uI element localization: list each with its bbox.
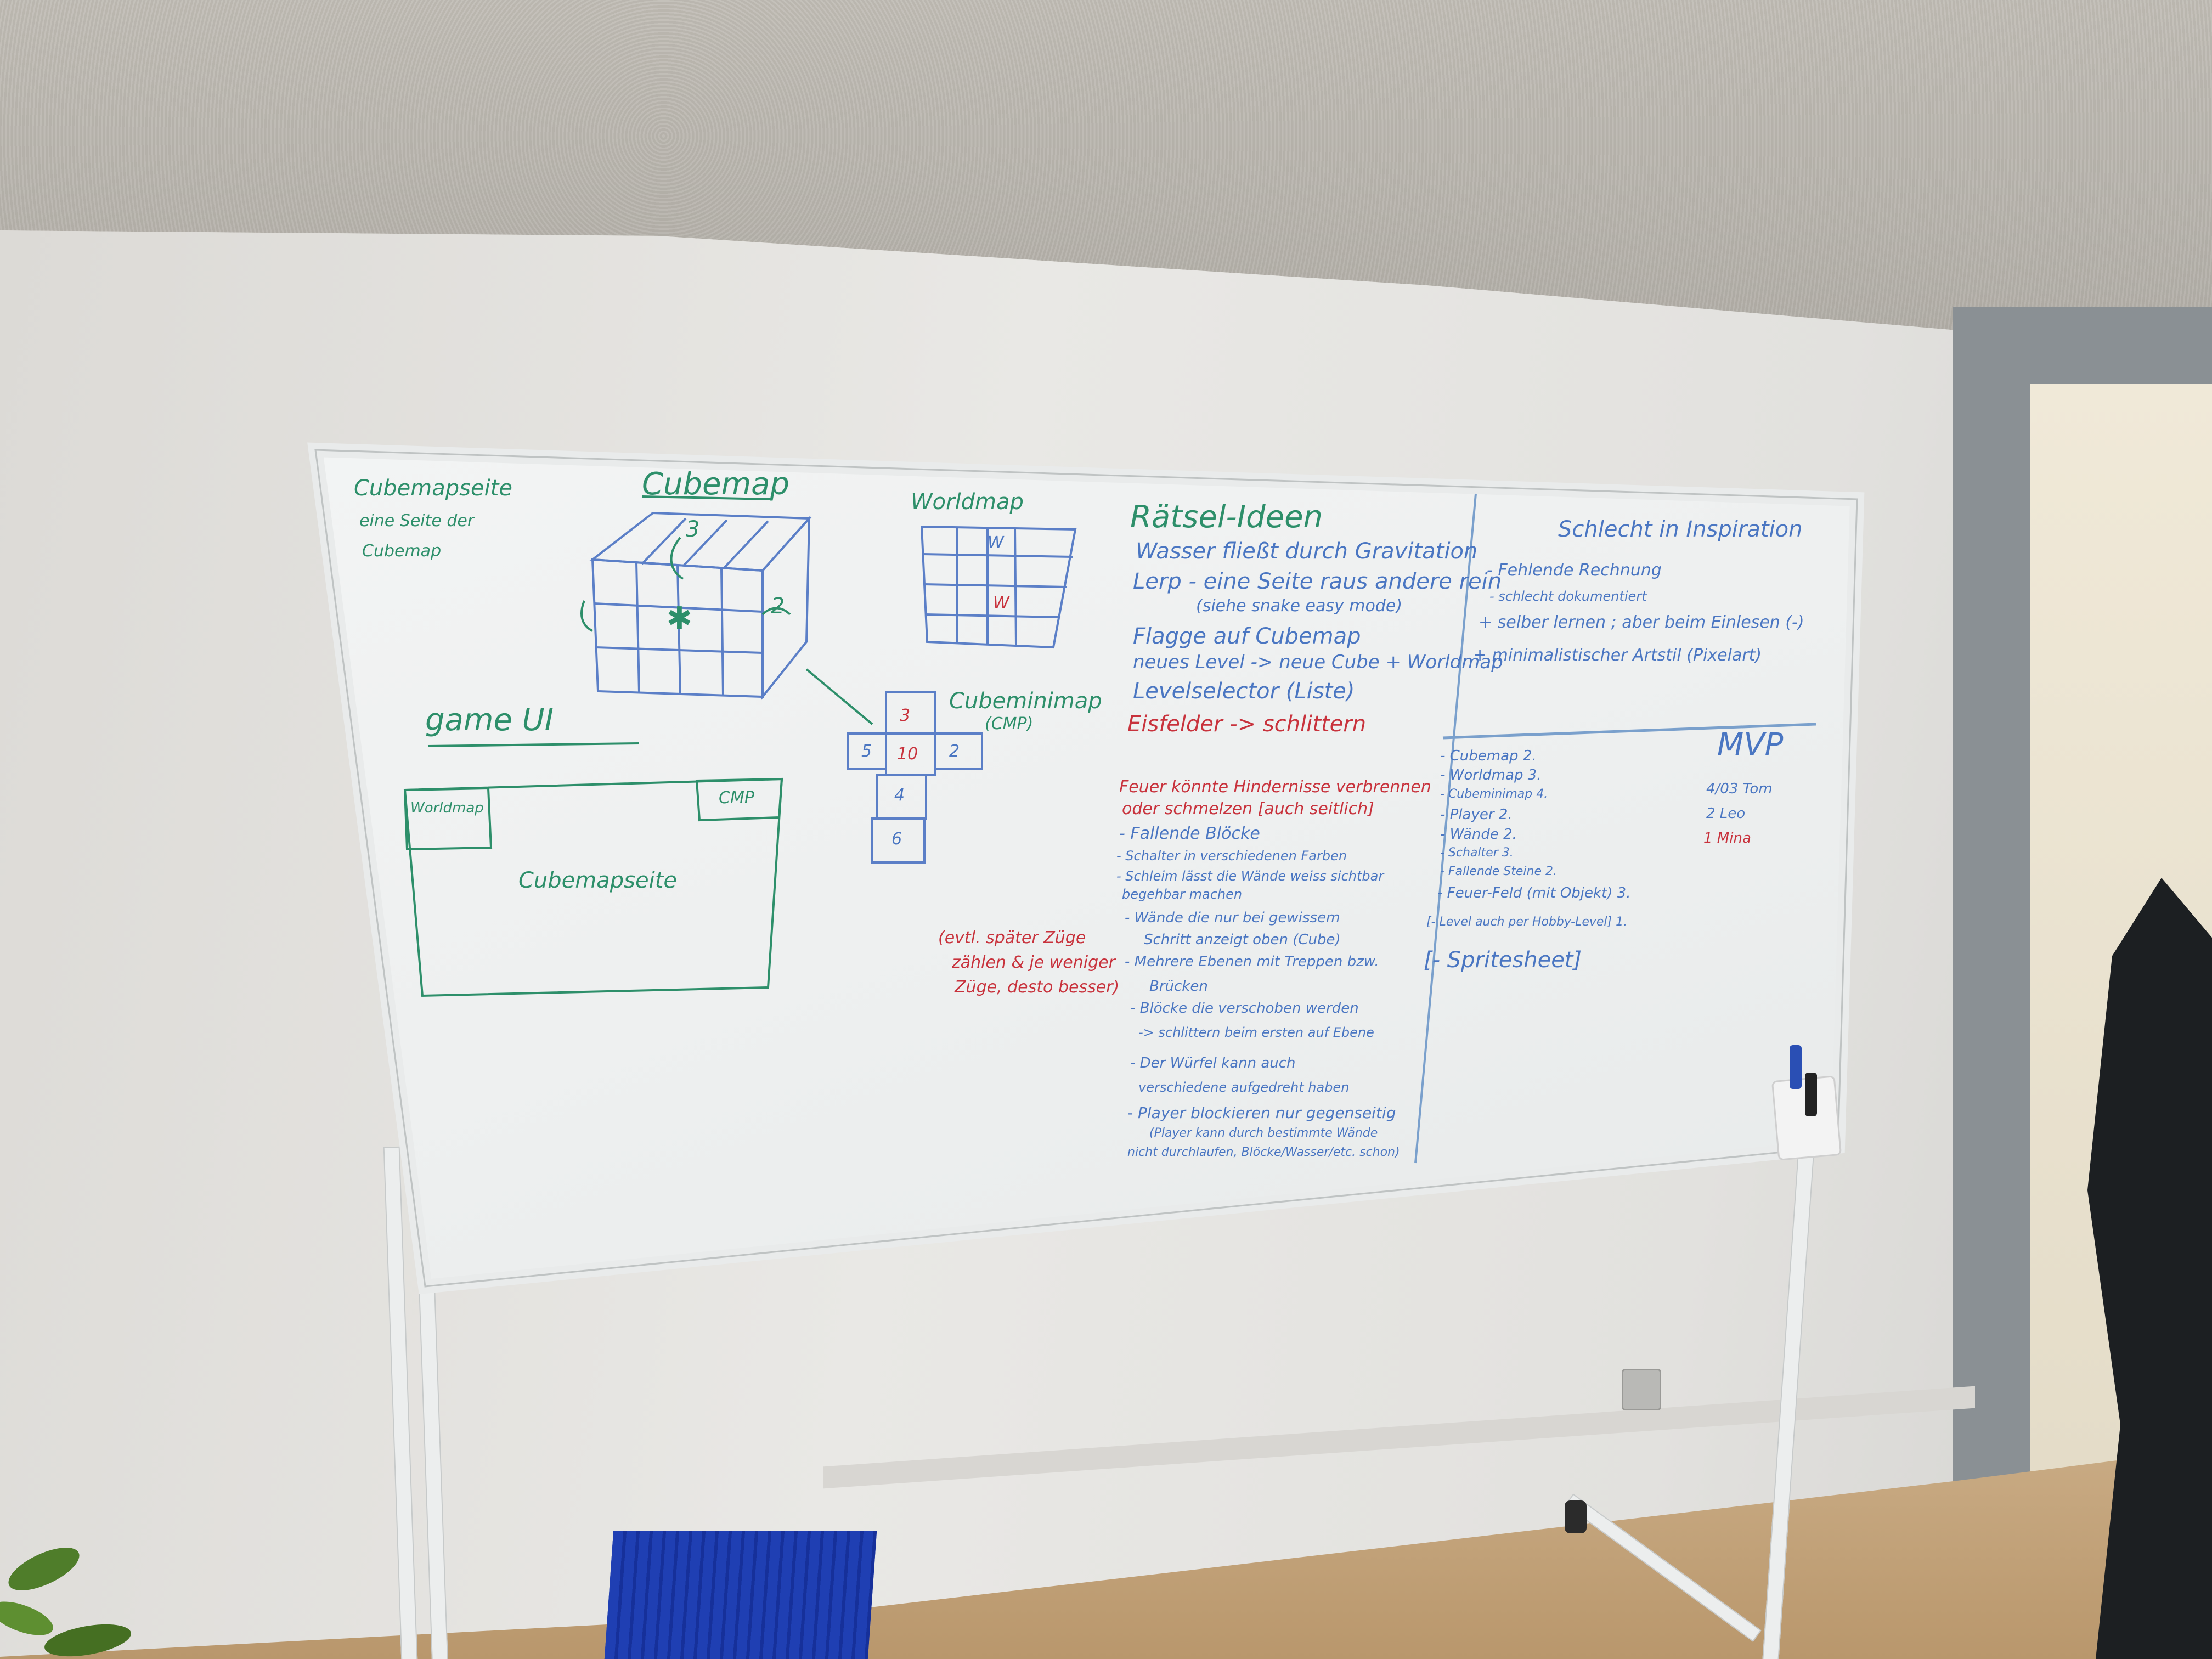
raetsel-item: (siehe snake easy mode) bbox=[1196, 596, 1403, 616]
marker-blue[interactable] bbox=[1790, 1045, 1802, 1089]
raetsel-item: Flagge auf Cubemap bbox=[1133, 624, 1361, 649]
game-ui-cubemapseite: Cubemapseite bbox=[518, 868, 678, 893]
blue-list-item: - Mehrere Ebenen mit Treppen bzw. bbox=[1125, 953, 1379, 970]
blue-list-item: - Schleim lässt die Wände weiss sichtbar bbox=[1116, 868, 1384, 884]
cubeminimap-label: Cubeminimap bbox=[949, 689, 1102, 714]
blue-list-item: -> schlittern beim ersten auf Ebene bbox=[1138, 1025, 1374, 1040]
cubemap-star-icon: ✱ bbox=[667, 601, 692, 636]
minimap-cell: 6 bbox=[891, 830, 902, 849]
cubemap-number-2: 2 bbox=[771, 594, 785, 619]
blue-list-item: Brücken bbox=[1149, 978, 1208, 995]
game-ui-cmp: CMP bbox=[719, 788, 754, 808]
schlecht-item: - Fehlende Rechnung bbox=[1487, 561, 1662, 580]
note-red-line: zählen & je weniger bbox=[952, 953, 1115, 972]
schlecht-item: - schlecht dokumentiert bbox=[1489, 589, 1647, 604]
worldmap-cell-w: W bbox=[988, 533, 1004, 552]
cubemapseite-desc-1: eine Seite der bbox=[359, 511, 475, 531]
cubemapseite-desc-2: Cubemap bbox=[362, 541, 442, 561]
minimap-cell: 10 bbox=[897, 744, 918, 764]
blue-list-item: verschiedene aufgedreht haben bbox=[1138, 1080, 1350, 1095]
mvp-item: - Schalter 3. bbox=[1440, 846, 1514, 860]
worldmap-cell-w2: W bbox=[993, 594, 1009, 613]
blue-list-item: begehbar machen bbox=[1122, 887, 1243, 902]
minimap-cell: 3 bbox=[900, 706, 911, 725]
blue-list-item: - Schalter in verschiedenen Farben bbox=[1116, 848, 1347, 864]
cubemap-number-3: 3 bbox=[686, 517, 700, 542]
mvp-item: - Feuer-Feld (mit Objekt) 3. bbox=[1437, 885, 1631, 901]
mvp-item: - Fallende Steine 2. bbox=[1440, 865, 1557, 878]
minimap-cell: 2 bbox=[949, 742, 960, 761]
blue-list-item: - Blöcke die verschoben werden bbox=[1130, 1000, 1359, 1017]
raetsel-title: Rätsel-Ideen bbox=[1130, 499, 1323, 535]
worldmap-title: Worldmap bbox=[911, 489, 1024, 515]
cubeminimap-abbr: (CMP) bbox=[985, 714, 1034, 733]
note-red-line: (evtl. später Züge bbox=[938, 928, 1086, 947]
blue-list-item: - Fallende Blöcke bbox=[1119, 824, 1260, 843]
mvp-item: [- Spritesheet] bbox=[1424, 947, 1582, 973]
feuer-line: Feuer könnte Hindernisse verbrennen bbox=[1119, 777, 1431, 797]
raetsel-item: Wasser fließt durch Gravitation bbox=[1136, 539, 1478, 564]
blue-list-item: (Player kann durch bestimmte Wände bbox=[1149, 1126, 1378, 1140]
game-ui-title: game UI bbox=[425, 702, 554, 738]
mvp-item: - Wände 2. bbox=[1440, 826, 1517, 843]
raetsel-item: Lerp - eine Seite raus andere rein bbox=[1133, 569, 1502, 594]
marker-black[interactable] bbox=[1805, 1073, 1817, 1116]
schlecht-item: + selber lernen ; aber beim Einlesen (-) bbox=[1479, 613, 1804, 632]
plant-leaves bbox=[0, 1548, 131, 1657]
mvp-item: - Cubeminimap 4. bbox=[1440, 787, 1548, 801]
feuer-line: oder schmelzen [auch seitlich] bbox=[1122, 799, 1374, 819]
note-red-line: Züge, desto besser) bbox=[955, 978, 1120, 997]
schlecht-item: + minimalistischer Artstil (Pixelart) bbox=[1473, 646, 1762, 665]
minimap-cell: 5 bbox=[861, 742, 872, 761]
raetsel-red-item: Eisfelder -> schlittern bbox=[1127, 712, 1367, 737]
blue-list-item: - Wände die nur bei gewissem bbox=[1125, 910, 1340, 926]
mvp-item: - Player 2. bbox=[1440, 806, 1513, 823]
blue-list-item: nicht durchlaufen, Blöcke/Wasser/etc. sc… bbox=[1127, 1146, 1400, 1159]
blue-list-item: Schritt anzeigt oben (Cube) bbox=[1144, 932, 1341, 948]
mvp-name: 4/03 Tom bbox=[1706, 781, 1773, 797]
game-ui-worldmap: Worldmap bbox=[410, 800, 484, 816]
mvp-name: 1 Mina bbox=[1703, 830, 1751, 847]
stand-wheel bbox=[1565, 1500, 1587, 1533]
cubemapseite-title: Cubemapseite bbox=[354, 476, 513, 501]
mvp-name: 2 Leo bbox=[1706, 805, 1746, 822]
blue-basket bbox=[604, 1531, 877, 1659]
cubemap-title: Cubemap bbox=[642, 466, 790, 502]
mvp-title: MVP bbox=[1717, 727, 1784, 763]
raetsel-item: neues Level -> neue Cube + Worldmap bbox=[1133, 651, 1503, 673]
wall-socket bbox=[1622, 1369, 1661, 1410]
mvp-item: - Worldmap 3. bbox=[1440, 767, 1542, 783]
raetsel-item: Levelselector (Liste) bbox=[1133, 679, 1355, 704]
mvp-item: [- Level auch per Hobby-Level] 1. bbox=[1426, 915, 1628, 929]
blue-list-item: - Der Würfel kann auch bbox=[1130, 1055, 1296, 1071]
schlecht-title: Schlecht in Inspiration bbox=[1558, 517, 1803, 542]
mvp-item: - Cubemap 2. bbox=[1440, 748, 1537, 764]
blue-list-item: - Player blockieren nur gegenseitig bbox=[1127, 1104, 1396, 1122]
minimap-cell: 4 bbox=[894, 786, 905, 805]
